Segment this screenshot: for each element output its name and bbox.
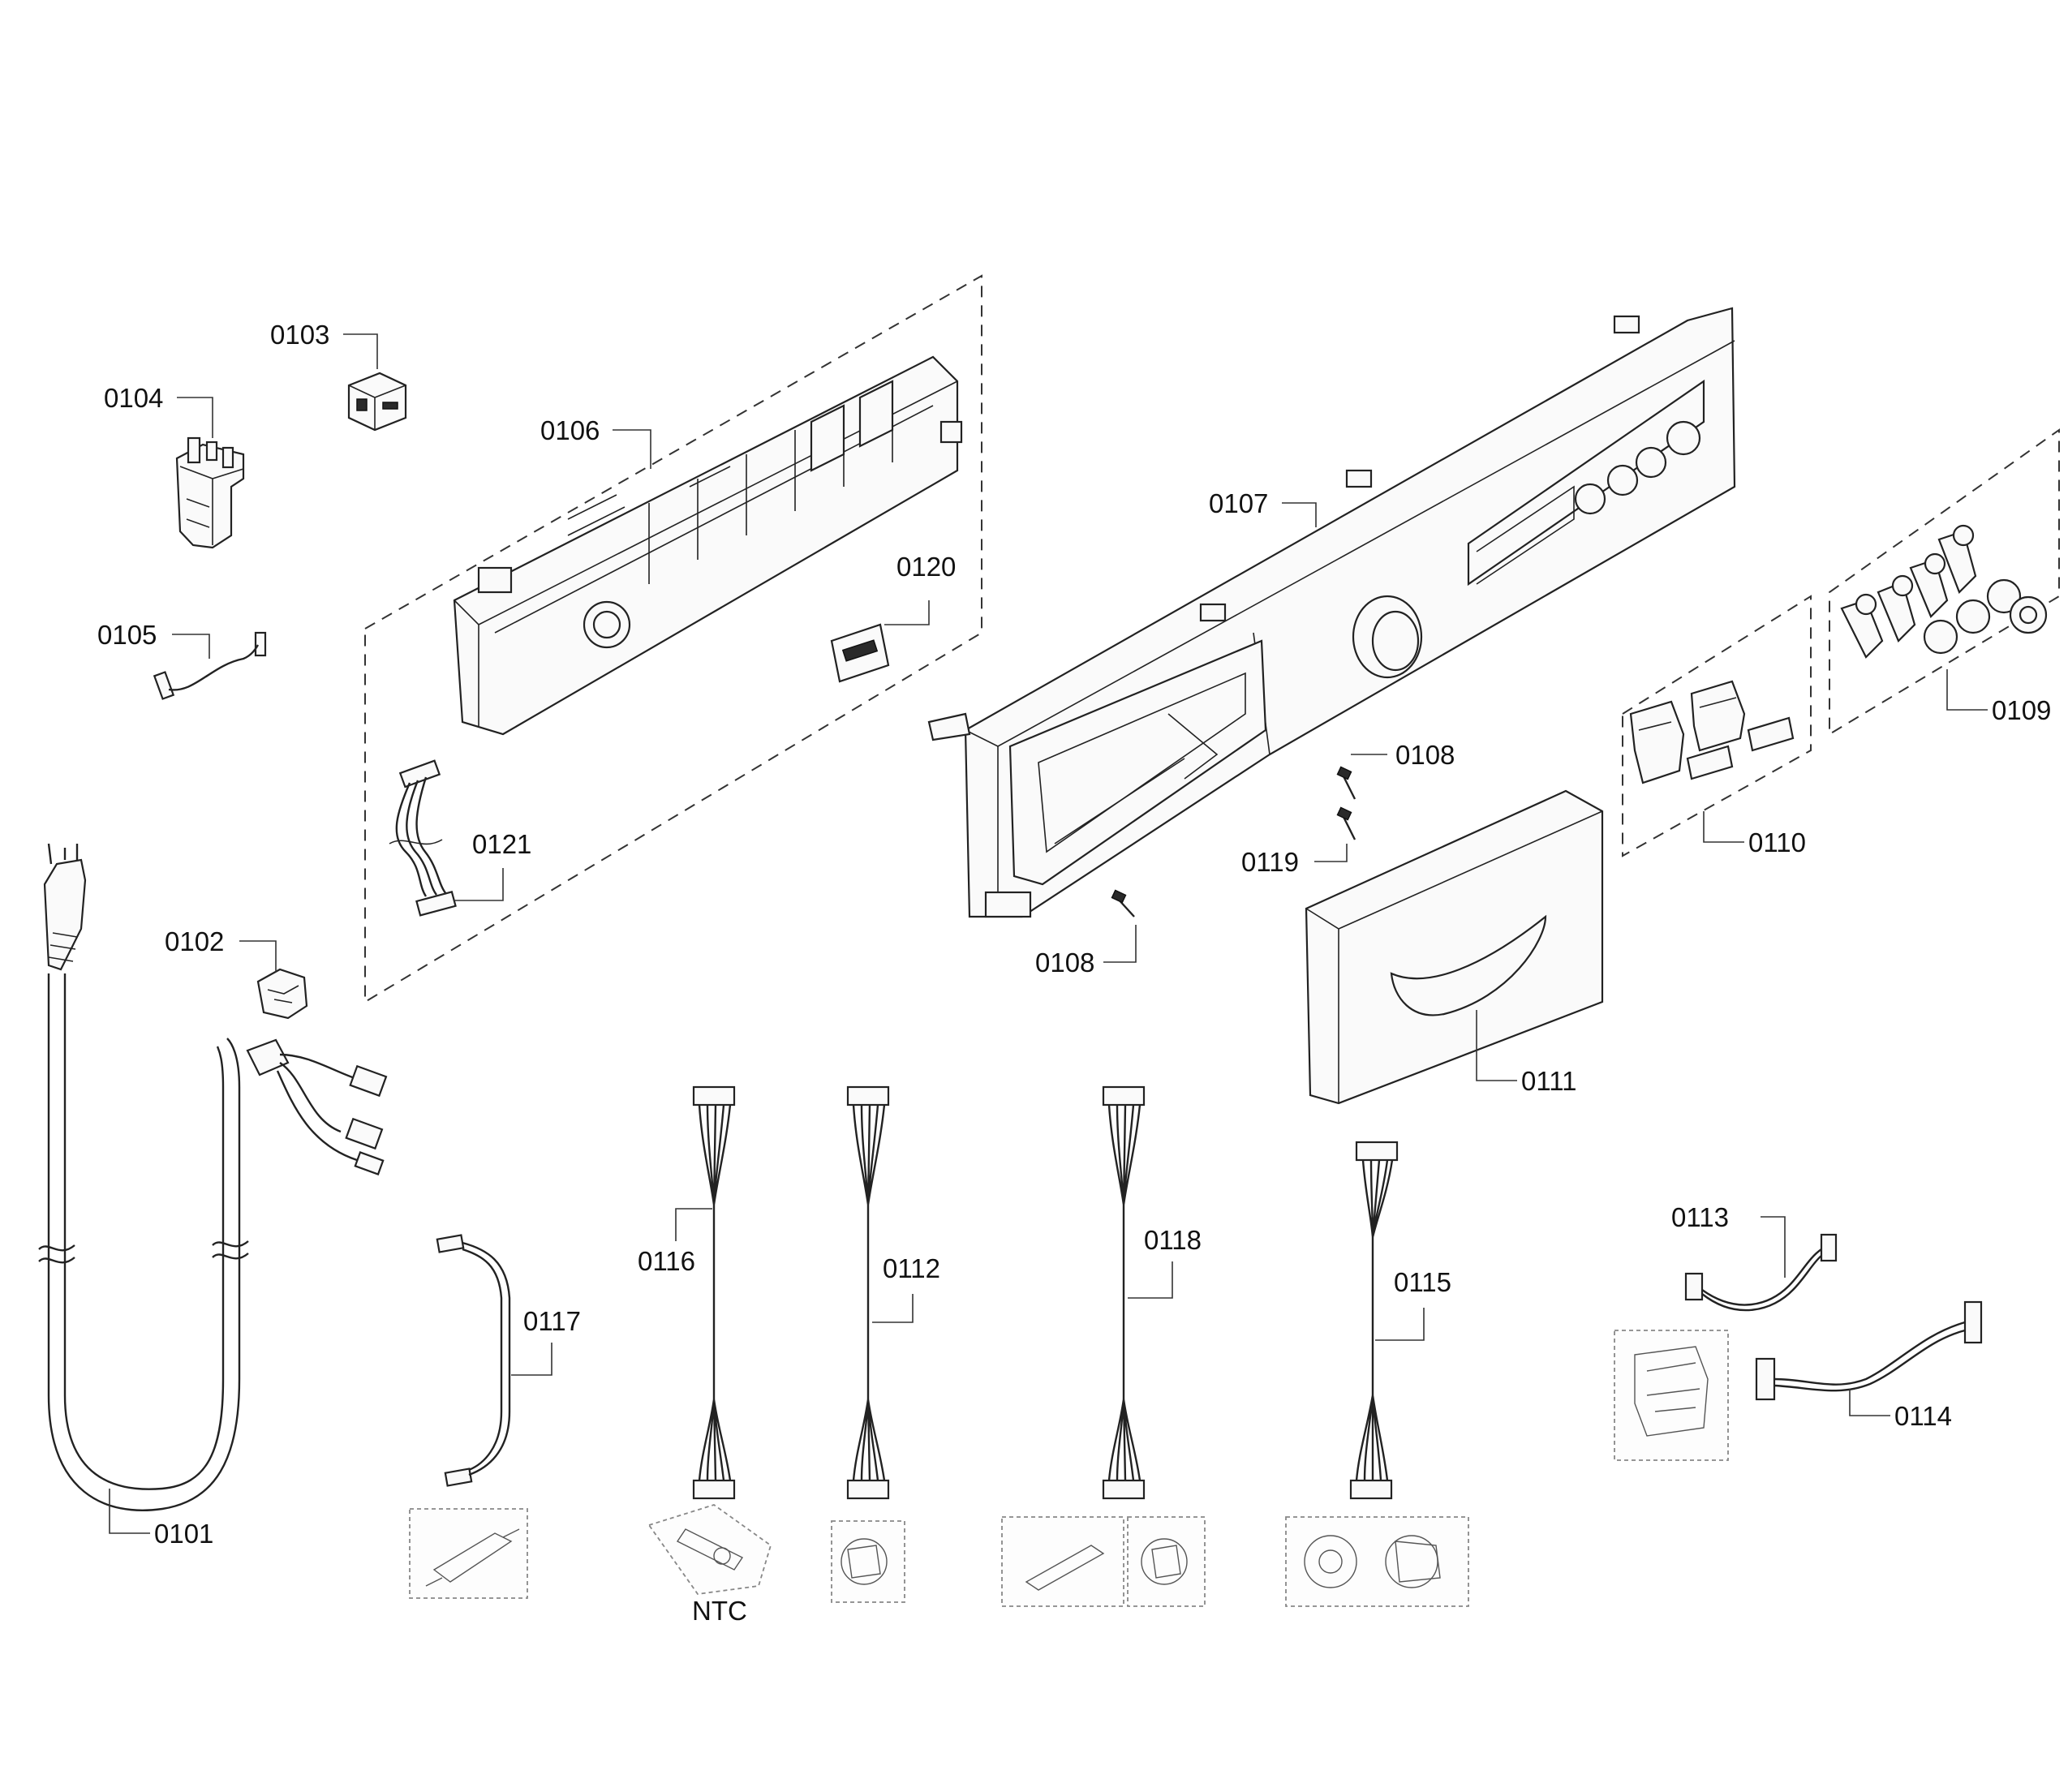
label-0109: 0109 [1992, 695, 2051, 725]
part-0106-control-module[interactable] [453, 355, 963, 736]
part-0112-harness[interactable] [846, 1085, 890, 1500]
label-ntc: NTC [692, 1596, 747, 1626]
part-0114-wire[interactable] [1755, 1300, 1983, 1401]
leader-0112 [872, 1294, 914, 1323]
group-box-0106 [364, 274, 982, 1003]
part-0116-harness[interactable] [692, 1085, 736, 1500]
label-0121: 0121 [472, 829, 531, 859]
thumbnail-0113-0114 [1614, 1330, 1729, 1461]
part-0121-harness[interactable] [389, 759, 457, 917]
part-0108-screw-lower[interactable] [1111, 889, 1135, 917]
label-0110: 0110 [1748, 827, 1806, 857]
part-0115-harness[interactable] [1349, 1141, 1399, 1500]
leader-0115 [1375, 1308, 1425, 1341]
leader-0111 [1476, 1010, 1517, 1081]
leader-0113 [1761, 1216, 1786, 1278]
thumbnail-0117 [409, 1508, 528, 1599]
leader-0110 [1703, 811, 1744, 843]
part-0119-screw[interactable] [1336, 806, 1356, 840]
leader-0121 [454, 868, 504, 901]
leader-0118 [1128, 1261, 1173, 1299]
leader-0108-lower [1103, 925, 1137, 963]
label-0108-lower: 0108 [1035, 948, 1094, 978]
group-box-0109 [1829, 428, 2060, 736]
label-0101: 0101 [154, 1519, 213, 1549]
label-0119: 0119 [1241, 847, 1299, 877]
leader-0119 [1314, 844, 1348, 862]
label-0116: 0116 [638, 1246, 695, 1276]
label-0112: 0112 [883, 1253, 940, 1283]
label-0102: 0102 [165, 926, 224, 956]
part-0110-button-set[interactable] [1629, 680, 1795, 784]
part-0103-cube[interactable] [347, 372, 407, 432]
part-0111-drawer-handle[interactable] [1305, 789, 1604, 1105]
label-0104: 0104 [104, 383, 163, 413]
label-0106: 0106 [540, 415, 600, 445]
label-0117: 0117 [523, 1306, 581, 1336]
part-0120-chip[interactable] [830, 623, 890, 683]
leader-0105 [172, 634, 210, 659]
leader-0117 [511, 1343, 552, 1376]
label-0120: 0120 [896, 552, 956, 582]
part-0102-connector[interactable] [246, 968, 388, 1175]
label-0114: 0114 [1894, 1401, 1952, 1431]
label-0108-upper: 0108 [1395, 740, 1455, 770]
leader-0106 [613, 429, 651, 469]
leader-0109 [1946, 669, 1988, 711]
part-0101-power-cord[interactable] [38, 843, 249, 1511]
leader-0120 [884, 600, 930, 625]
part-0105-wire[interactable] [153, 631, 267, 700]
leader-0103 [343, 333, 378, 369]
leader-0114 [1849, 1389, 1890, 1416]
thumbnail-0112 [831, 1520, 905, 1603]
part-0117-harness[interactable] [436, 1234, 511, 1487]
label-0111: 0111 [1521, 1066, 1577, 1096]
label-0107: 0107 [1209, 488, 1268, 518]
thumbnail-0115 [1285, 1516, 1469, 1607]
group-box-0110 [1622, 595, 1812, 857]
label-0113: 0113 [1671, 1202, 1729, 1232]
label-0105: 0105 [97, 620, 157, 650]
leader-0102 [239, 940, 277, 972]
label-0115: 0115 [1394, 1267, 1451, 1297]
label-0118: 0118 [1144, 1225, 1202, 1255]
thumbnail-0118 [1001, 1516, 1206, 1607]
leader-0101 [109, 1489, 150, 1534]
thumbnail-0116-ntc [647, 1504, 772, 1595]
part-0118-harness[interactable] [1102, 1085, 1146, 1500]
part-0113-wire[interactable] [1684, 1233, 1838, 1312]
leader-0104 [177, 397, 213, 438]
part-0104-filter[interactable] [175, 436, 245, 549]
leader-0107 [1282, 502, 1317, 527]
leader-0116 [675, 1208, 712, 1241]
part-0109-knob-set[interactable] [1840, 524, 2048, 659]
part-0108-screw-upper[interactable] [1336, 766, 1356, 800]
label-0103: 0103 [270, 320, 329, 350]
part-0107-control-panel[interactable] [927, 307, 1736, 918]
